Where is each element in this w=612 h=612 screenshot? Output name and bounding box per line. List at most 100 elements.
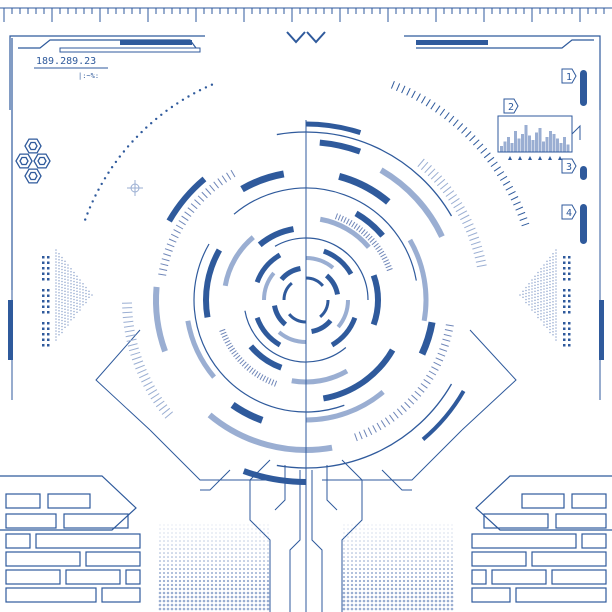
halftone-dot: [258, 595, 262, 599]
halftone-dot: [552, 303, 554, 306]
halftone-dot: [342, 607, 346, 611]
halftone-dot: [187, 536, 189, 538]
halftone-dot: [418, 575, 422, 579]
reticle-tick: [226, 342, 232, 347]
side-dot: [47, 289, 50, 292]
side-dot: [42, 327, 45, 330]
halftone-dot: [186, 583, 190, 587]
halftone-dot: [552, 270, 554, 273]
halftone-dot: [267, 560, 269, 562]
halftone-dot: [203, 544, 205, 546]
reticle-tick: [345, 218, 350, 225]
halftone-dot: [190, 587, 194, 591]
halftone-dot: [434, 599, 438, 603]
reticle-tick: [439, 348, 448, 352]
halftone-dot: [399, 532, 401, 534]
halftone-dot: [247, 524, 249, 526]
halftone-dot: [246, 583, 250, 587]
halftone-dot: [55, 336, 57, 338]
reticle-ring-segment: [319, 216, 371, 249]
halftone-dot: [67, 267, 69, 269]
halftone-dot: [410, 599, 414, 603]
halftone-dot: [549, 289, 551, 292]
halftone-dot: [73, 313, 75, 316]
reticle-tick: [125, 334, 136, 338]
halftone-dot: [239, 528, 241, 530]
halftone-dot: [263, 528, 265, 530]
halftone-dot: [387, 532, 389, 534]
reticle-tick: [348, 220, 353, 226]
reticle-tick: [424, 165, 432, 174]
reticle-tick: [164, 411, 174, 419]
reticle-tick: [417, 158, 425, 168]
halftone-dot: [439, 556, 441, 558]
readout-value: 189.289.23: [36, 56, 96, 67]
halftone-dot: [435, 544, 437, 546]
halftone-dot: [531, 291, 533, 293]
halftone-dot: [250, 583, 254, 587]
halftone-dot: [439, 568, 441, 570]
halftone-dot: [191, 536, 193, 538]
arc-tick: [430, 102, 436, 110]
side-dot: [568, 344, 571, 347]
reticle-tick: [201, 191, 208, 199]
halftone-dot: [546, 320, 548, 323]
halftone-dot: [435, 524, 437, 526]
halftone-dot: [159, 560, 161, 562]
halftone-dot: [447, 524, 449, 526]
reticle-tick: [251, 369, 256, 375]
panel-brick: [65, 569, 121, 585]
reticle-tick: [464, 223, 474, 229]
halftone-dot: [219, 564, 221, 566]
halftone-dot: [347, 564, 349, 566]
halftone-dot: [351, 536, 353, 538]
halftone-dot: [73, 316, 75, 319]
halftone-dot: [218, 579, 222, 583]
halftone-dot: [350, 599, 354, 603]
halftone-dot: [451, 564, 453, 566]
halftone-dot: [419, 524, 421, 526]
halftone-dot: [387, 540, 389, 542]
halftone-dot: [555, 270, 557, 272]
halftone-dot: [371, 540, 373, 542]
halftone-dot: [179, 548, 181, 550]
halftone-dot: [175, 552, 177, 554]
graph-bar: [514, 131, 517, 152]
halftone-dot: [55, 324, 57, 326]
halftone-dot: [443, 544, 445, 546]
halftone-dot: [162, 607, 166, 611]
side-dot: [563, 289, 566, 292]
halftone-dot: [435, 552, 437, 554]
halftone-dot: [355, 552, 357, 554]
halftone-dot: [178, 587, 182, 591]
halftone-dot: [391, 544, 393, 546]
halftone-dot: [342, 571, 346, 575]
halftone-dot: [411, 568, 413, 570]
halftone-dot: [235, 528, 237, 530]
halftone-dot: [399, 528, 401, 530]
halftone-dot: [355, 548, 357, 550]
halftone-dot: [435, 568, 437, 570]
reticle-tick: [462, 218, 472, 225]
side-dot: [47, 256, 50, 259]
graph-bar: [566, 144, 570, 152]
arc-dot: [88, 206, 92, 209]
halftone-dot: [58, 267, 60, 270]
halftone-dot: [406, 587, 410, 591]
halftone-dot: [374, 587, 378, 591]
halftone-dot: [55, 312, 57, 314]
halftone-dot: [543, 315, 545, 317]
halftone-dot: [382, 607, 386, 611]
halftone-dot: [190, 603, 194, 607]
halftone-dot: [64, 287, 66, 290]
reticle-tick: [396, 408, 403, 416]
halftone-dot: [195, 556, 197, 558]
halftone-dot: [410, 603, 414, 607]
halftone-dot: [346, 583, 350, 587]
halftone-dot: [210, 595, 214, 599]
halftone-dot: [427, 524, 429, 526]
halftone-dot: [187, 528, 189, 530]
halftone-dot: [426, 587, 430, 591]
halftone-dot: [355, 556, 357, 558]
halftone-dot: [430, 583, 434, 587]
